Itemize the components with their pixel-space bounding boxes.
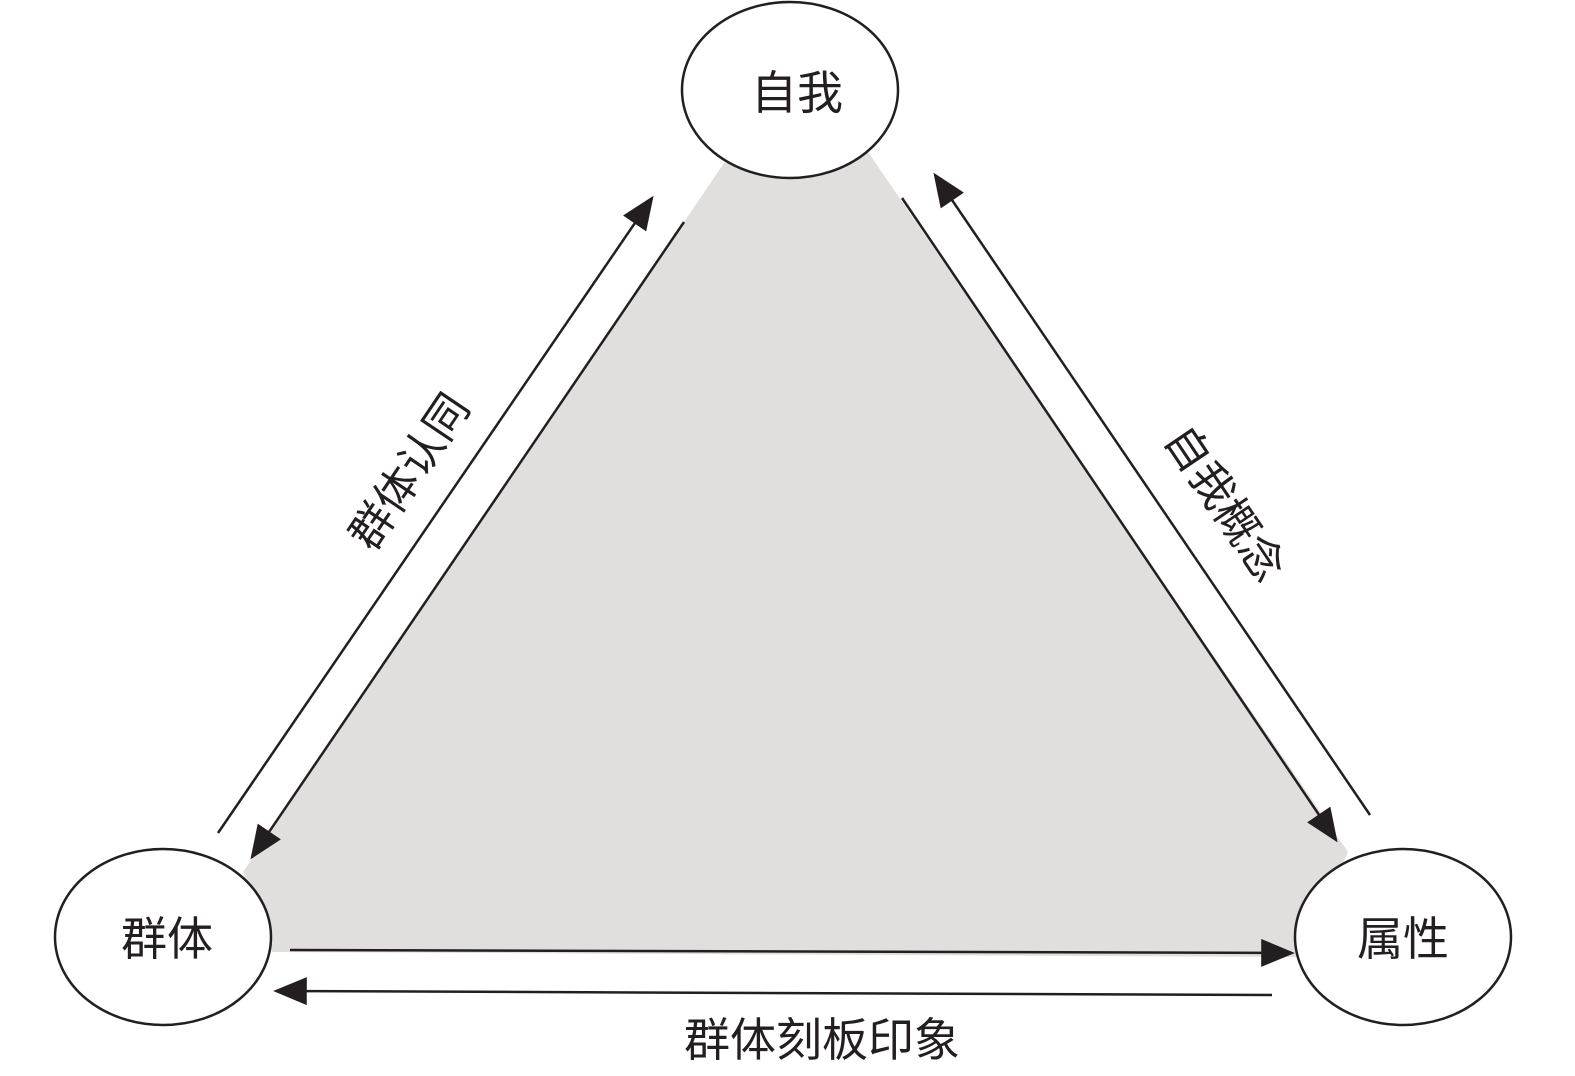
arrow-group-to-self [216, 195, 654, 834]
edge-label-group-stereotype: 群体刻板印象 [684, 1013, 960, 1067]
edge-label-self-concept: 自我概念 [1154, 417, 1295, 591]
arrow-attribute-to-self [933, 172, 1372, 816]
shaded-triangle [243, 152, 1348, 957]
arrow-group-to-attribute [289, 938, 1295, 967]
node-attribute [1293, 847, 1513, 1027]
arrow-self-to-attribute [900, 197, 1338, 843]
node-attribute-label: 属性 [1357, 912, 1449, 966]
node-self-label: 自我 [751, 66, 843, 120]
arrow-self-to-group [250, 221, 686, 860]
arrow-attribute-to-group [273, 977, 1273, 1006]
node-group [53, 847, 273, 1027]
node-group-label: 群体 [121, 912, 213, 966]
edge-label-group-identity: 群体认同 [340, 385, 481, 559]
node-self [680, 0, 900, 180]
